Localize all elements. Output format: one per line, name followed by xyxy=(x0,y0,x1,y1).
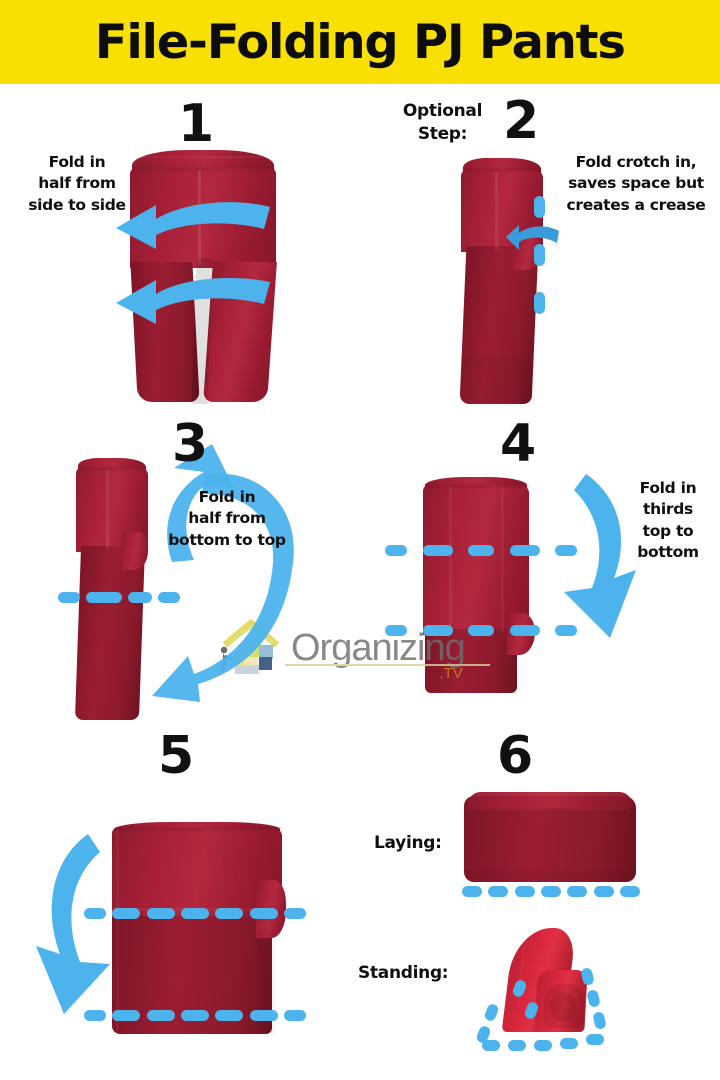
step-number-2: 2 xyxy=(503,91,540,151)
step-2-optional-label: Optional Step: xyxy=(385,100,500,147)
step-5-fold-line-upper xyxy=(84,908,306,919)
step-1-arrow-upper xyxy=(112,195,272,255)
step-4-fold-line-upper xyxy=(385,545,577,556)
step-4-pants-image xyxy=(415,473,545,693)
step-5-arrow xyxy=(30,828,126,1018)
step-2-optional-line-1: Optional xyxy=(402,101,483,121)
step-5-fold-line-lower xyxy=(84,1010,306,1021)
step-6-laying-image xyxy=(464,792,636,886)
step-4-caption-line-1: Fold in xyxy=(639,479,697,497)
step-1-caption-line-3: side to side xyxy=(28,195,126,214)
step-6-standing-outline xyxy=(475,930,644,1051)
step-3-caption-line-1: Fold in xyxy=(198,488,256,506)
step-5-pants-image xyxy=(108,820,288,1040)
step-number-4: 4 xyxy=(500,414,537,474)
step-4-caption-line-2: thirds xyxy=(643,500,693,519)
step-2-caption: Fold crotch in, saves space but creates … xyxy=(560,152,712,216)
step-6-laying-base-line xyxy=(462,886,640,897)
step-6-standing-image xyxy=(490,928,620,1040)
step-2-caption-line-3: creates a crease xyxy=(566,195,706,214)
step-2-optional-line-2: Step: xyxy=(417,124,468,145)
step-6-laying-label: Laying: xyxy=(374,833,442,853)
step-3-fold-line xyxy=(58,592,180,603)
title-banner: File-Folding PJ Pants xyxy=(0,0,720,84)
watermark-suffix: .TV xyxy=(439,665,463,682)
step-number-5: 5 xyxy=(158,726,195,786)
step-4-caption-line-3: top to xyxy=(642,521,694,540)
step-3-pants-image xyxy=(74,458,184,720)
step-4-caption: Fold in thirds top to bottom xyxy=(620,478,716,564)
step-4-fold-line-lower xyxy=(385,625,577,636)
step-number-6: 6 xyxy=(497,726,534,786)
step-2-arrow xyxy=(505,222,561,256)
step-1-caption-line-2: half from xyxy=(38,174,116,193)
step-4-arrow xyxy=(548,470,654,650)
step-1-caption: Fold in half from side to side xyxy=(22,152,132,216)
step-1-arrow-lower xyxy=(112,272,272,330)
step-number-1: 1 xyxy=(178,94,215,154)
page-title: File-Folding PJ Pants xyxy=(95,14,626,70)
step-4-caption-line-4: bottom xyxy=(637,543,699,562)
step-3-caption: Fold in half from bottom to top xyxy=(162,487,292,551)
step-1-caption-line-1: Fold in xyxy=(48,153,106,171)
step-3-caption-line-3: bottom to top xyxy=(168,530,286,549)
step-2-caption-line-1: Fold crotch in, xyxy=(575,153,697,171)
watermark-underline xyxy=(285,664,490,666)
step-6-standing-label: Standing: xyxy=(358,963,449,983)
step-2-fold-line xyxy=(534,196,545,314)
step-2-caption-line-2: saves space but xyxy=(568,174,704,193)
step-3-arrow xyxy=(142,442,322,742)
step-number-3: 3 xyxy=(172,414,209,474)
step-3-caption-line-2: half from xyxy=(188,509,266,528)
